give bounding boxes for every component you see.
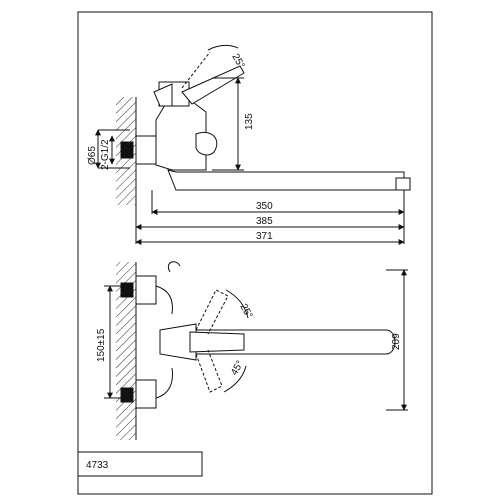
inlet-nut-lower	[135, 379, 157, 409]
arm-upper	[155, 285, 173, 315]
front-knob	[195, 132, 218, 156]
inlet-nut	[135, 135, 157, 165]
arc-upper	[225, 289, 249, 319]
inlet-fitting	[120, 141, 134, 159]
diameter-label: Ø65	[87, 146, 98, 165]
inlet-nut-upper	[135, 275, 157, 305]
side-view	[95, 44, 411, 245]
top-view	[104, 261, 408, 440]
arm-lower	[155, 367, 173, 399]
handle-lever-raised	[181, 51, 211, 89]
model-code: 4733	[86, 460, 109, 471]
aerator	[395, 177, 411, 191]
handle-swing-lower	[195, 349, 223, 393]
thread-label: 2-G1/2	[100, 139, 111, 170]
spout-top	[195, 329, 396, 355]
body-top	[159, 323, 197, 361]
dim-label-350: 350	[256, 201, 273, 212]
angle-label-upper: 25°	[237, 302, 254, 321]
handle-swing-upper	[195, 289, 229, 335]
height-label-135: 135	[244, 113, 255, 130]
handle-base	[153, 83, 173, 107]
angle-label-top: 25°	[229, 52, 246, 71]
spout	[167, 169, 405, 191]
mount-spacing-label: 150±15	[96, 328, 107, 362]
title-block	[77, 451, 203, 477]
inlet-fitting-lower	[120, 387, 134, 403]
angle-arc-25	[207, 44, 239, 51]
angle-label-lower: 45°	[229, 359, 246, 378]
inlet-fitting-upper	[120, 282, 134, 298]
arc-lower	[223, 365, 247, 393]
hook	[167, 261, 181, 273]
handle-top	[189, 331, 245, 353]
drawing-frame	[77, 11, 433, 495]
handle-lever	[181, 65, 245, 105]
dim-label-209: 209	[391, 333, 402, 350]
dim-label-385: 385	[256, 216, 273, 227]
dim-label-371: 371	[256, 231, 273, 242]
